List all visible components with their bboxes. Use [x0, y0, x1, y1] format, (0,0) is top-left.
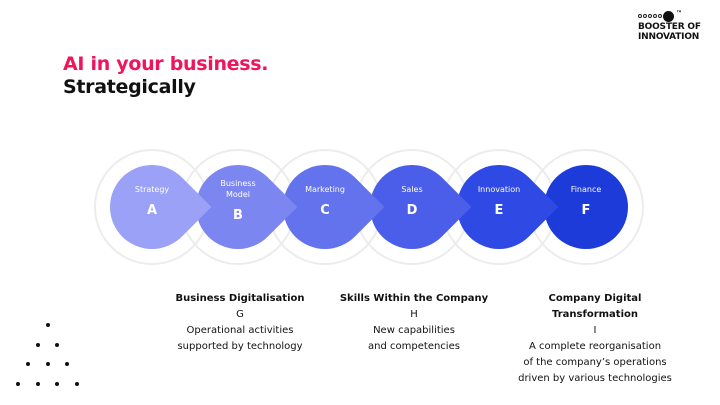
step-label: Finance — [571, 185, 602, 194]
step-label: Business — [220, 179, 255, 188]
column-letter: I — [593, 325, 597, 336]
step-letter: C — [320, 203, 330, 218]
step-letter: D — [407, 203, 418, 218]
column-line: driven by various technologies — [518, 373, 672, 384]
step-label: Sales — [401, 185, 422, 194]
logo-dots-icon: ™ — [638, 10, 710, 22]
booster-of-innovation-logo: ™ BOOSTER OF INNOVATION — [638, 10, 710, 42]
teardrop-shape — [110, 164, 212, 249]
column-line: Operational activities — [186, 325, 294, 336]
column-letter: H — [410, 309, 418, 320]
column-business-digitalisation: Business Digitalisation G Operational ac… — [150, 291, 330, 355]
step-letter: F — [582, 203, 591, 218]
step-label: Innovation — [478, 185, 520, 194]
column-skills: Skills Within the Company H New capabili… — [324, 291, 504, 355]
slide-title: AI in your business. Strategically — [63, 53, 269, 99]
column-heading: Business Digitalisation — [175, 293, 305, 304]
column-line: A complete reorganisation — [528, 341, 662, 352]
column-line: of the company’s operations — [523, 357, 667, 368]
step-label: Strategy — [135, 185, 170, 194]
title-line-1: AI in your business. — [63, 53, 269, 75]
column-line: and competencies — [368, 341, 460, 352]
column-digital-transformation: Company Digital Transformation I A compl… — [505, 291, 685, 387]
step-letter: A — [147, 203, 157, 218]
logo-text-1: BOOSTER OF — [638, 22, 701, 32]
logo-text-2: INNOVATION — [638, 32, 700, 42]
column-heading: Skills Within the Company — [339, 293, 489, 304]
circle-shape — [544, 165, 628, 249]
column-letter: G — [236, 309, 244, 320]
step-letter: B — [233, 208, 243, 223]
step-label: Model — [226, 190, 250, 199]
teardrop-shape — [457, 164, 559, 249]
teardrop-shape — [196, 164, 298, 249]
teardrop-shape — [282, 164, 385, 249]
teardrop-shape — [370, 164, 472, 249]
step-letter: E — [495, 203, 504, 218]
column-line: supported by technology — [177, 341, 303, 352]
title-line-2: Strategically — [63, 76, 196, 98]
column-heading: Company Digital Transformation — [548, 293, 642, 320]
step-label: Marketing — [305, 185, 345, 194]
column-line: New capabilities — [373, 325, 455, 336]
